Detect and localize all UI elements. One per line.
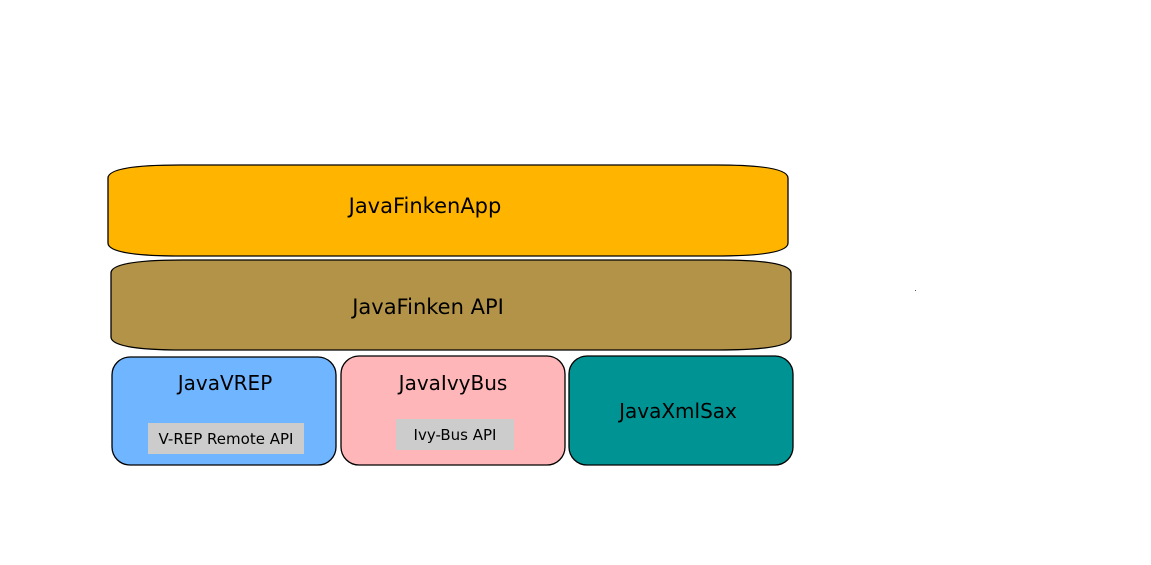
module-xmlsax: JavaXmlSax xyxy=(568,355,794,466)
module-xmlsax-label: JavaXmlSax xyxy=(617,399,737,423)
module-ivybus-sub-label: Ivy-Bus API xyxy=(414,426,497,444)
module-vrep-sub-box xyxy=(148,423,304,454)
layer-api-shape xyxy=(110,259,792,351)
module-ivybus-sub-box xyxy=(396,419,514,450)
module-vrep-sub-label: V-REP Remote API xyxy=(159,430,294,448)
layer-app: JavaFinkenApp xyxy=(107,164,789,257)
layer-api-label: JavaFinken API xyxy=(350,295,504,319)
layer-app-label: JavaFinkenApp xyxy=(347,194,502,218)
module-vrep: JavaVREP V-REP Remote API xyxy=(111,356,337,466)
module-ivybus-label: JavaIvyBus xyxy=(397,371,508,395)
layer-app-shape xyxy=(107,164,789,257)
stray-dot xyxy=(915,290,916,291)
module-vrep-label: JavaVREP xyxy=(176,371,273,395)
module-xmlsax-box xyxy=(568,355,794,466)
module-ivybus: JavaIvyBus Ivy-Bus API xyxy=(340,355,566,466)
layer-api: JavaFinken API xyxy=(110,259,792,351)
